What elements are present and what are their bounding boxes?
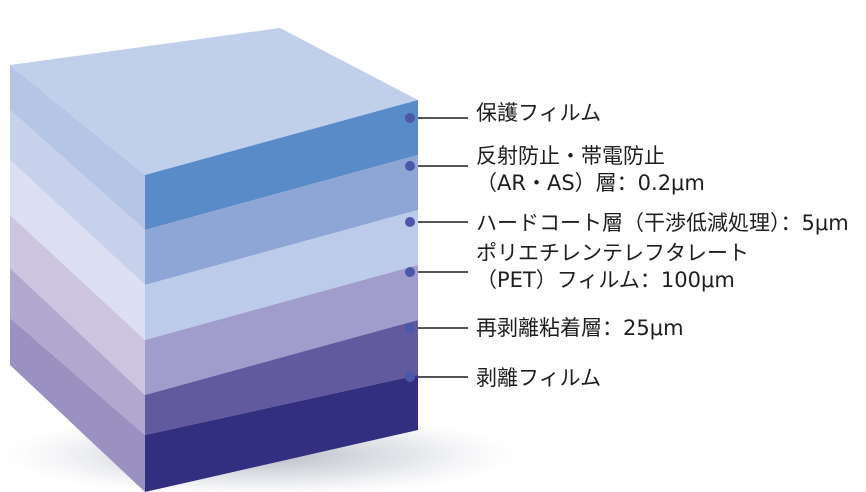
hard-coat-layer-label: ハードコート層（干渉低減処理）：5μm xyxy=(476,210,849,237)
release-film-front-face xyxy=(145,375,418,492)
removable-adhesive-layer-label: 再剥離粘着層：25μm xyxy=(476,315,684,342)
ar-as-layer-label: 反射防止・帯電防止 （AR・AS）層：0.2μm xyxy=(476,143,705,197)
hard-coat-layer-side-face xyxy=(10,160,145,340)
removable-adhesive-layer-side-face xyxy=(10,268,145,435)
protective-film-side-face xyxy=(10,65,145,230)
release-film-marker-dot xyxy=(405,372,415,382)
pet-film-front-face xyxy=(145,265,418,395)
ar-as-layer-label-line: （AR・AS）層：0.2μm xyxy=(476,171,705,195)
ar-as-layer-side-face xyxy=(10,110,145,285)
hard-coat-layer-front-face xyxy=(145,210,418,340)
removable-adhesive-layer-marker-dot xyxy=(405,323,415,333)
protective-film-front-face xyxy=(145,100,418,230)
protective-film-marker-dot xyxy=(405,113,415,123)
ar-as-layer-front-face xyxy=(145,155,418,285)
release-film-label-line: 剥離フィルム xyxy=(476,366,602,390)
protective-film-label-line: 保護フィルム xyxy=(476,101,602,125)
hard-coat-layer-label-line: ハードコート層（干渉低減処理）：5μm xyxy=(476,211,849,235)
block-top-face xyxy=(10,28,418,175)
protective-film-label: 保護フィルム xyxy=(476,100,601,127)
pet-film-label: ポリエチレンテレフタレート （PET）フィルム：100μm xyxy=(476,240,749,294)
release-film-side-face xyxy=(10,318,145,492)
hard-coat-layer-marker-dot xyxy=(405,217,415,227)
pet-film-label-line: ポリエチレンテレフタレート xyxy=(476,241,749,265)
pet-film-side-face xyxy=(10,215,145,395)
removable-adhesive-layer-front-face xyxy=(145,320,418,435)
ar-as-layer-marker-dot xyxy=(405,161,415,171)
pet-film-label-line: （PET）フィルム：100μm xyxy=(476,268,735,292)
ar-as-layer-label-line: 反射防止・帯電防止 xyxy=(476,144,665,168)
release-film-label: 剥離フィルム xyxy=(476,365,601,392)
pet-film-marker-dot xyxy=(405,267,415,277)
removable-adhesive-layer-label-line: 再剥離粘着層：25μm xyxy=(476,316,684,340)
